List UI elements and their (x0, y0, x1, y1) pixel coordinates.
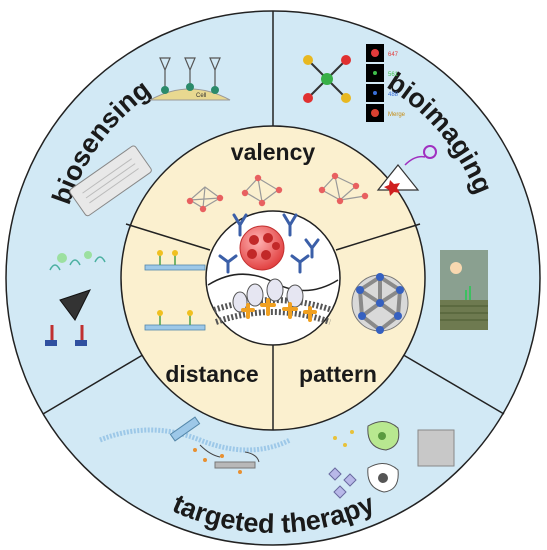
bioimaging-tissue-scan (440, 250, 488, 330)
inner-divider-right (335, 223, 421, 251)
therapy-cells (328, 421, 455, 499)
therapy-dna-release (99, 416, 292, 474)
biosensing-chip (69, 145, 152, 217)
channel-561: 561 (388, 72, 399, 78)
inner-label-pattern: pattern (299, 361, 377, 387)
channel-647: 647 (388, 52, 399, 58)
channel-merge: Merge (388, 112, 406, 118)
biosensing-cell-probes: Cell (149, 57, 231, 101)
outer-divider-left (42, 352, 147, 415)
imaging-channel-panel: 647 561 488 Merge (366, 44, 406, 122)
channel-488: 488 (388, 92, 399, 98)
cell-label: Cell (196, 93, 206, 99)
distance-structures (144, 250, 206, 331)
center-cell-interface (205, 210, 341, 346)
outer-divider-right (399, 352, 505, 415)
bioimaging-tetrahedron (376, 145, 437, 196)
bioimaging-probe-cross (303, 55, 351, 103)
inner-label-valency: valency (231, 139, 316, 165)
inner-divider-left (125, 223, 211, 251)
pattern-icosahedron (351, 273, 409, 334)
biosensing-tetrahedron (45, 251, 106, 346)
inner-label-distance: distance (165, 361, 258, 387)
